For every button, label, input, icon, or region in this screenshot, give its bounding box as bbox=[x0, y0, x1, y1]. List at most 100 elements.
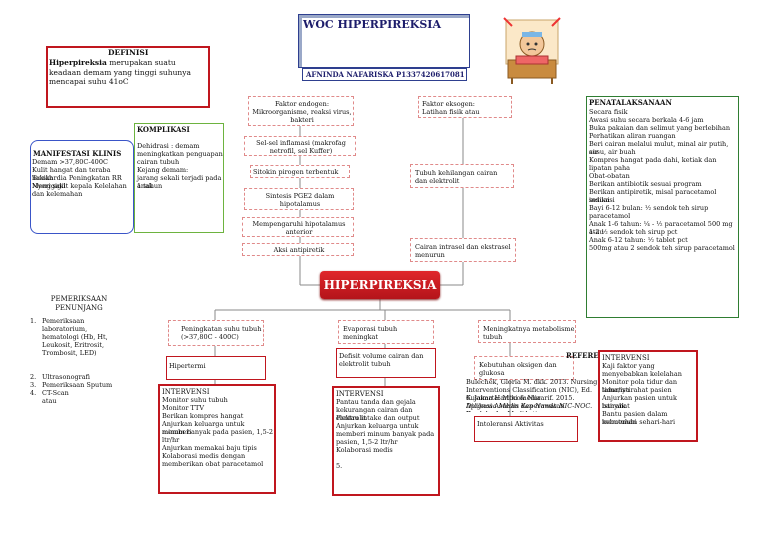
intervensi-1-heading: INTERVENSI bbox=[162, 388, 210, 396]
komplikasi-line-1: Dehidrasi : demam bbox=[137, 142, 200, 150]
intervensi-3-line: Bantu pasien dalam memenuhi bbox=[602, 410, 668, 426]
meningkatnya-text: Meningkatnya metabolisme tubuh bbox=[483, 325, 575, 341]
intervensi-2-box: INTERVENSI Pantau tanda dan gejala kekur… bbox=[332, 386, 440, 496]
penatalaksanaan-line: Beri cairan melalui mulut, minal air put… bbox=[589, 140, 729, 156]
definisi-lead: Hiperpireksia bbox=[49, 58, 107, 67]
intervensi-3-line: tidur/istirahat pasien bbox=[602, 386, 672, 394]
definisi-body: merupakan suatu keadaan demam yang tingg… bbox=[49, 58, 191, 86]
intervensi-3-line: kebutuhan sehari-hari bbox=[602, 418, 676, 426]
penatalaksanaan-line: Perhatikan aliran ruangan bbox=[589, 132, 676, 140]
penatalaksanaan-line: 500mg atau 2 sendok teh sirup paracetamo… bbox=[589, 244, 735, 252]
mempengaruhi-text: Mempengaruhi hipotalamus anterior bbox=[252, 220, 346, 236]
komplikasi-line-3: cairan tubuh bbox=[137, 158, 180, 166]
sintesis-box: Sintesis PGE2 dalam hipotalamus bbox=[244, 188, 354, 210]
penatalaksanaan-line: Anak 1-6 tahun: ¼ - ½ paracetamol 500 mg… bbox=[589, 220, 733, 236]
penatalaksanaan-line: 1-2 ½ sendok teh sirup pct bbox=[589, 228, 678, 236]
sintesis-text: Sintesis PGE2 dalam hipotalamus bbox=[265, 192, 335, 208]
penatalaksanaan-line: Awasi suhu secara berkala 4-6 jam bbox=[589, 116, 704, 124]
faktor-eksogen-box: Faktor eksogen: Latihan fisik atau dehid… bbox=[418, 96, 512, 118]
sitokin-box: Sitokin pirogen terbentuk bbox=[250, 165, 350, 178]
komplikasi-line-2: meningkatkan penguapan bbox=[137, 150, 223, 158]
sitokin-text: Sitokin pirogen terbentuk bbox=[253, 168, 339, 176]
faktor-eksogen-text: Faktor eksogen: Latihan fisik atau dehid… bbox=[422, 100, 480, 117]
defisit-text: Defisit volume cairan dan elektrolit tub… bbox=[339, 352, 424, 368]
intervensi-3-heading: INTERVENSI bbox=[602, 354, 650, 362]
intervensi-2-line: memberi minum banyak pada bbox=[336, 430, 435, 438]
sick-person-illustration bbox=[503, 17, 561, 84]
peningkatan-suhu-text: Peningkatan suhu tubuh (>37,80C - 400C) bbox=[181, 325, 262, 341]
meningkatnya-box: Meningkatnya metabolisme tubuh bbox=[478, 320, 576, 343]
pemeriksaan-item-1: Pemeriksaan laboratorium, hematologi (Hb… bbox=[42, 317, 108, 357]
peningkatan-suhu-box: Peningkatan suhu tubuh (>37,80C - 400C) bbox=[168, 320, 264, 346]
pemeriksaan-num-3: 3. bbox=[30, 381, 37, 389]
penatalaksanaan-line: Secara fisik bbox=[589, 108, 628, 116]
intervensi-3-line: istirahat bbox=[602, 402, 630, 410]
intervensi-2-line: Pantau intake dan output bbox=[336, 414, 420, 422]
page-title: WOC HIPERPIREKSIA bbox=[303, 18, 441, 31]
referensi-line-2: Kusuma Hardhi & Nurarif. 2015. Aplikasi … bbox=[466, 394, 575, 412]
intervensi-1-line: Berikan kompres hangat bbox=[162, 412, 244, 420]
mempengaruhi-box: Mempengaruhi hipotalamus anterior bbox=[242, 217, 354, 237]
cairan-intrasel-box: Cairan intrasel dan ekstrasel menurun bbox=[410, 238, 516, 262]
penatalaksanaan-line: Buka pakaian dan selimut yang berlebihan bbox=[589, 124, 731, 132]
penatalaksanaan-line: indikasi bbox=[589, 196, 615, 204]
penatalaksanaan-line: Anak 6-12 tahun: ½ tablet pct bbox=[589, 236, 688, 244]
referensi-box: REFERENSI Bulechek, Gloria M. dkk. 2013.… bbox=[466, 352, 600, 412]
intervensi-1-line: Anjurkan keluarga untuk memberi bbox=[162, 420, 245, 436]
penatalaksanaan-line: Berikan antipiretik, misal paracetamol s… bbox=[589, 188, 717, 204]
author-box: AFNINDA NAFARISKA P1337420617081 bbox=[302, 68, 467, 81]
tubuh-kehilangan-box: Tubuh kehilangan cairan dan elektrolit bbox=[410, 164, 514, 188]
intervensi-2-line: 5. bbox=[336, 462, 343, 470]
intervensi-3-line: Anjurkan pasien untuk banyak bbox=[602, 394, 677, 410]
penatalaksanaan-box: PENATALAKSANAAN Secara fisik Awasi suhu … bbox=[586, 96, 739, 318]
intervensi-2-line: Anjurkan keluarga untuk bbox=[336, 422, 419, 430]
evaporasi-box: Evaporasi tubuh meningkat bbox=[338, 320, 434, 344]
definisi-box: DEFINISI Hiperpireksia merupakan suatu k… bbox=[46, 46, 210, 108]
intervensi-1-line: Monitor TTV bbox=[162, 404, 205, 412]
manifestasi-line-1: Demam >37,80C-400C bbox=[32, 158, 108, 166]
kebutuhan-box: Kebutuhan oksigen dan glukosa berkurang bbox=[474, 356, 574, 380]
hipertermi-text: Hipertermi bbox=[169, 362, 206, 370]
intervensi-2-line: Kolaborasi medis bbox=[336, 446, 393, 454]
pemeriksaan-num-4: 4. bbox=[30, 389, 37, 397]
hiperpireksia-node: HIPERPIREKSIA bbox=[320, 271, 440, 299]
intervensi-1-line: ltr/hr bbox=[162, 436, 180, 444]
faktor-endogen-text: Faktor endogen: Mikroorganisme, reaksi v… bbox=[252, 100, 352, 124]
pemeriksaan-box: PEMERIKSAAN PENUNJANG 1. Pemeriksaan lab… bbox=[30, 295, 128, 415]
penatalaksanaan-heading: PENATALAKSANAAN bbox=[589, 98, 672, 107]
title-box: WOC HIPERPIREKSIA bbox=[298, 14, 470, 68]
penatalaksanaan-line: Kompres hangat pada dahi, ketiak dan bbox=[589, 156, 717, 164]
penatalaksanaan-line: susu, air buah bbox=[589, 148, 636, 156]
intervensi-3-line: Monitor pola tidur dan lamanya bbox=[602, 378, 678, 394]
aksi-text: Aksi antipiretik bbox=[273, 246, 325, 254]
intervensi-1-line: Kolaborasi medis dengan bbox=[162, 452, 246, 460]
faktor-endogen-box: Faktor endogen: Mikroorganisme, reaksi v… bbox=[248, 96, 354, 126]
intervensi-3-box: INTERVENSI Kaji faktor yang menyebabkan … bbox=[598, 350, 698, 442]
pemeriksaan-heading: PEMERIKSAAN PENUNJANG bbox=[50, 295, 108, 312]
intervensi-2-line: kekurangan cairan dan elektrolit bbox=[336, 406, 413, 422]
aksi-box: Aksi antipiretik bbox=[242, 243, 354, 256]
evaporasi-text: Evaporasi tubuh meningkat bbox=[343, 325, 398, 341]
cairan-intrasel-text: Cairan intrasel dan ekstrasel menurun bbox=[415, 243, 511, 259]
intervensi-1-line: Anjurkan memakai baju tipis bbox=[162, 444, 257, 452]
intervensi-2-heading: INTERVENSI bbox=[336, 390, 384, 398]
intoleransi-box: Intoleransi Aktivitas bbox=[474, 416, 578, 442]
intervensi-3-line: Kaji faktor yang menyebabkan kelelahan bbox=[602, 362, 682, 378]
manifestasi-box: MANIFESTASI KLINIS Demam >37,80C-400C Ku… bbox=[30, 140, 134, 234]
intervensi-1-line: minum banyak pada pasien, 1,5-2 bbox=[162, 428, 274, 436]
intervensi-1-line: memberikan obat paracetamol bbox=[162, 460, 264, 468]
komplikasi-heading: KOMPLIKASI bbox=[137, 125, 190, 134]
kebutuhan-text: Kebutuhan oksigen dan glukosa berkurang bbox=[479, 361, 557, 379]
tubuh-kehilangan-text: Tubuh kehilangan cairan dan elektrolit bbox=[415, 169, 498, 185]
intervensi-1-line: Monitor suhu tubuh bbox=[162, 396, 228, 404]
hipertermi-box: Hipertermi bbox=[166, 356, 266, 380]
intervensi-2-line: pasien, 1,5-2 ltr/hr bbox=[336, 438, 398, 446]
penatalaksanaan-line: Berikan antibiotik sesuai program bbox=[589, 180, 702, 188]
defisit-box: Defisit volume cairan dan elektrolit tub… bbox=[336, 348, 436, 378]
referensi-line-3: Diagnosa Medis dan Nanda NIC-NOC. Yogyak… bbox=[466, 402, 593, 412]
pemeriksaan-item-3: Pemeriksaan Sputum bbox=[42, 381, 113, 389]
referensi-line-1: Bulechek, Gloria M. dkk. 2013. Nursing I… bbox=[466, 378, 598, 402]
intoleransi-text: Intoleransi Aktivitas bbox=[477, 420, 544, 428]
definisi-heading: DEFINISI bbox=[108, 48, 149, 57]
